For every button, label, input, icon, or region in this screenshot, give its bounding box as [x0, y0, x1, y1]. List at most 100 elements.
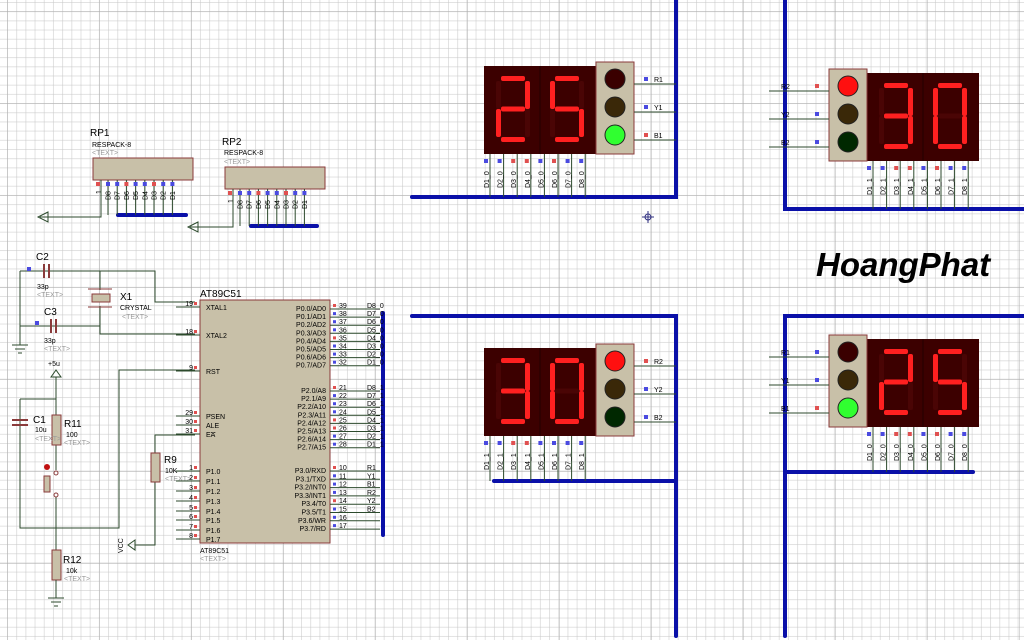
pin-marker: [333, 524, 336, 528]
display-pin-label: D3_0: [511, 171, 518, 188]
crosshair-ring: [644, 213, 652, 221]
pin-marker: [333, 482, 336, 486]
mcu-pin-num: 21: [339, 385, 347, 392]
ground-icon: [48, 580, 64, 607]
bus-north-right[interactable]: [783, 0, 1024, 211]
mcu-at89c51[interactable]: AT89C51 AT89C51 <TEXT> 19XTAL118XTAL29RS…: [176, 289, 384, 563]
segment-f: [496, 363, 501, 391]
pin-marker: [880, 432, 885, 436]
red-light-icon: [604, 68, 626, 90]
mcu-net-label: D4_1: [367, 417, 384, 424]
segment-e: [879, 116, 884, 144]
mcu-net-label: D6_1: [367, 401, 384, 408]
pin-marker: [511, 159, 516, 163]
rp2-wire: [190, 189, 234, 228]
segment-f: [879, 354, 884, 382]
bus-south-left[interactable]: [410, 314, 678, 638]
light-label: B2: [654, 415, 663, 422]
mcu-pin-num: 33: [339, 352, 347, 359]
mcu-pin-name: P3.7/RD: [300, 526, 326, 533]
mcu-pin-name: P1.3: [206, 499, 221, 506]
display-pin-label: D4_1: [525, 453, 532, 470]
pin-marker: [579, 159, 584, 163]
crosshair-cursor-icon: [642, 211, 654, 223]
ground-icon: [12, 344, 28, 354]
segment-c: [908, 382, 913, 410]
segment-a: [938, 349, 962, 354]
mcu-pin-name: P3.3/INT1: [294, 493, 326, 500]
reset-button[interactable]: [43, 475, 51, 493]
mcu-pin-num: 10: [339, 465, 347, 472]
red-light-icon: [604, 350, 626, 372]
bus-north-left[interactable]: [410, 0, 678, 199]
mcu-pin-num: 12: [339, 482, 347, 489]
pin-marker: [238, 191, 242, 195]
green-light-icon: [604, 406, 626, 428]
display-pin-label: D8_0: [579, 171, 586, 188]
mcu-pin-num: 25: [339, 417, 347, 424]
rp-pin-label: D7: [247, 200, 254, 209]
mcu-pin-name: P1.2: [206, 489, 221, 496]
display-pin-label: D3_1: [511, 453, 518, 470]
pin-marker: [538, 159, 543, 163]
mcu-net-label: R2: [367, 490, 376, 497]
segment-c: [962, 382, 967, 410]
mcu-pin-name: P0.6/AD6: [296, 355, 326, 362]
pin-marker: [333, 320, 336, 324]
pin-marker: [907, 432, 912, 436]
r11-value: 100: [66, 432, 78, 439]
button-actuator-icon[interactable]: [44, 464, 50, 470]
rp-pin-label: D6: [256, 200, 263, 209]
oscillator[interactable]: C2 33p <TEXT> C3 33p <TEXT> X1 CRYSTAL <…: [12, 252, 195, 354]
seven-segment-display: 25: [867, 339, 979, 427]
display-pin-label: D8_1: [962, 178, 969, 195]
segment-c: [579, 109, 584, 137]
pin-marker: [815, 84, 819, 88]
segment-e: [496, 109, 501, 137]
mcu-pin-name: P2.7/A15: [297, 445, 326, 452]
pin-marker: [194, 302, 197, 305]
segment-d: [884, 410, 908, 415]
pin-marker: [867, 166, 871, 170]
segment-b: [525, 363, 530, 391]
pin-marker: [228, 191, 232, 195]
segment-d: [501, 137, 525, 142]
pin-marker: [194, 515, 197, 518]
pin-marker: [948, 166, 953, 170]
rp1-ref: RP1: [90, 128, 110, 139]
segment-b: [962, 88, 967, 116]
pin-marker: [644, 105, 648, 109]
yellow-light-icon: [837, 103, 859, 125]
segment-e: [933, 382, 938, 410]
display-pin-label: D2_1: [498, 453, 505, 470]
pin-marker: [333, 515, 336, 519]
r9-text: <TEXT>: [165, 476, 191, 483]
rp1-body: [92, 157, 194, 181]
pin-marker: [152, 182, 156, 186]
pin-marker: [962, 166, 967, 170]
r9-body: [150, 452, 161, 483]
reset-circuit[interactable]: +5u C1 10u <TEXT> R11 100 <TEXT> R12 10k…: [12, 361, 195, 607]
bus-south-right[interactable]: [783, 314, 1024, 638]
brand-label: HoangPhat: [816, 246, 991, 283]
mcu-pin-num: 17: [339, 523, 347, 530]
pin-marker: [333, 410, 336, 414]
pin-marker: [538, 441, 543, 445]
display-pin-label: D7_0: [566, 171, 573, 188]
segment-c: [962, 116, 967, 144]
segment-g: [501, 388, 525, 394]
r12-body: [51, 549, 62, 581]
pin-marker: [333, 328, 336, 332]
light-label: B1: [781, 406, 790, 413]
display-pin-label: D4_1: [908, 178, 915, 195]
mcu-pin-name: P0.0/AD0: [296, 306, 326, 313]
